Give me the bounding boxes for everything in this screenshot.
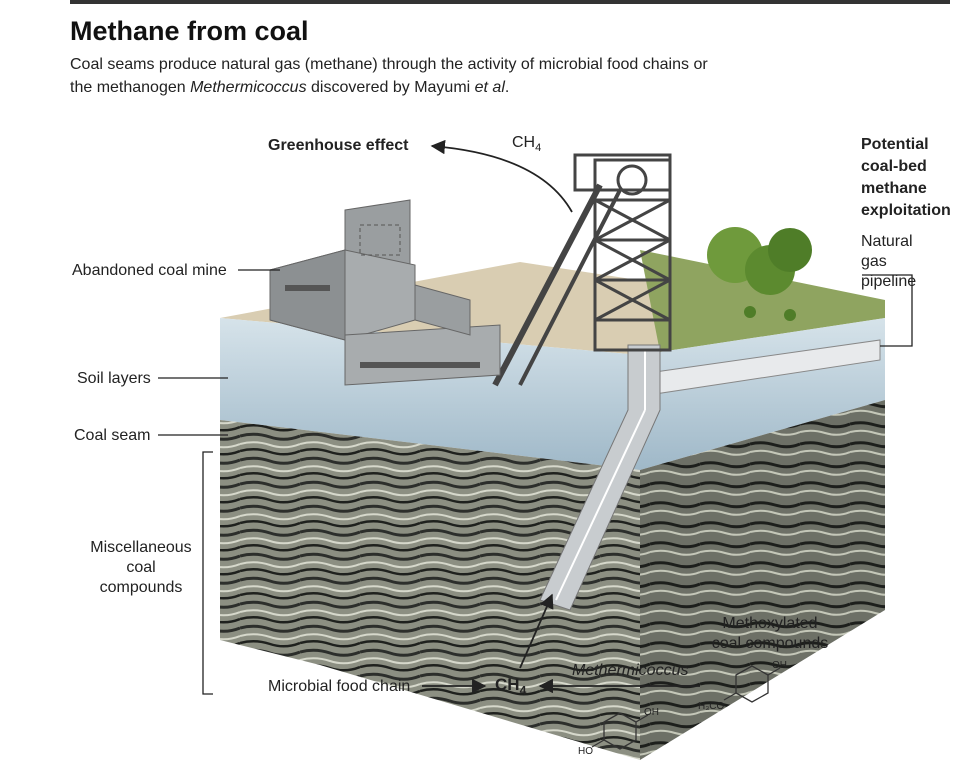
misc-line-3: compounds bbox=[99, 579, 183, 596]
chem-ho: HO bbox=[578, 746, 593, 757]
methoxylated-line-2: coal compounds bbox=[711, 635, 829, 652]
subtitle-organism: Methermicoccus bbox=[190, 79, 307, 96]
potential-line-4: exploitation bbox=[861, 202, 951, 219]
potential-line-1: Potential bbox=[861, 136, 929, 153]
ch4-top-label: CH4 bbox=[512, 133, 541, 158]
coal-strata-left bbox=[220, 420, 640, 760]
methermicoccus-label: Methermicoccus bbox=[572, 662, 689, 679]
hydroquinone-structure bbox=[591, 712, 649, 750]
ch4-top-text: CH bbox=[512, 134, 536, 151]
subtitle-etal: et al bbox=[474, 79, 505, 96]
chem-oh-2: OH bbox=[644, 707, 659, 718]
chem-h3co: H₃CO bbox=[698, 701, 725, 712]
abandoned-mine-label: Abandoned coal mine bbox=[72, 262, 227, 279]
abandoned-mine-buildings bbox=[269, 199, 501, 386]
ch4-bottom-text: CH bbox=[495, 675, 520, 694]
page-subtitle: Coal seams produce natural gas (methane)… bbox=[70, 53, 730, 99]
misc-bracket bbox=[202, 451, 213, 695]
headframe-tower bbox=[492, 153, 672, 387]
potential-line-3: methane bbox=[861, 180, 927, 197]
pipeline-line-3: pipeline bbox=[861, 273, 917, 290]
grass-area bbox=[640, 250, 885, 352]
methoxylated-line-1: Methoxylated bbox=[722, 615, 818, 632]
soil-layers-label: Soil layers bbox=[77, 370, 151, 387]
methoxylated-label: Methoxylated coal compounds bbox=[700, 614, 840, 654]
potential-label: Potential coal-bed methane exploitation bbox=[861, 134, 951, 222]
pipeline-line-1: Natural bbox=[861, 233, 913, 250]
ch4-bottom-sub: 4 bbox=[519, 683, 527, 698]
pipeline-leader-line bbox=[862, 274, 913, 347]
misc-label: Miscellaneous coal compounds bbox=[80, 538, 202, 598]
subtitle-end: . bbox=[504, 79, 510, 96]
subtitle-text-2: discovered by Mayumi bbox=[306, 79, 475, 96]
methoxy-phenol-structure bbox=[723, 665, 781, 703]
pipeline-label: Natural gas pipeline bbox=[861, 232, 916, 292]
misc-line-2: coal bbox=[126, 559, 156, 576]
trees bbox=[707, 227, 812, 321]
chem-oh-1: OH bbox=[772, 660, 787, 671]
mine-shaft bbox=[539, 344, 661, 611]
ch4-curve-arrow bbox=[430, 139, 573, 213]
coal-seam-label: Coal seam bbox=[74, 427, 151, 444]
microbial-label: Microbial food chain bbox=[268, 678, 411, 695]
top-rule bbox=[70, 0, 950, 4]
subtitle-text-1: Coal seams produce natural gas (methane)… bbox=[70, 56, 708, 96]
coal-strata-right bbox=[640, 400, 885, 760]
ch4-up-arrow bbox=[519, 593, 554, 669]
potential-line-2: coal-bed bbox=[861, 158, 927, 175]
page-title: Methane from coal bbox=[70, 16, 309, 46]
misc-line-1: Miscellaneous bbox=[90, 539, 192, 556]
pipeline-line-2: gas bbox=[861, 253, 887, 270]
ch4-bottom-label: CH4 bbox=[495, 675, 526, 700]
ch4-top-sub: 4 bbox=[535, 142, 542, 155]
greenhouse-label: Greenhouse effect bbox=[268, 137, 409, 154]
